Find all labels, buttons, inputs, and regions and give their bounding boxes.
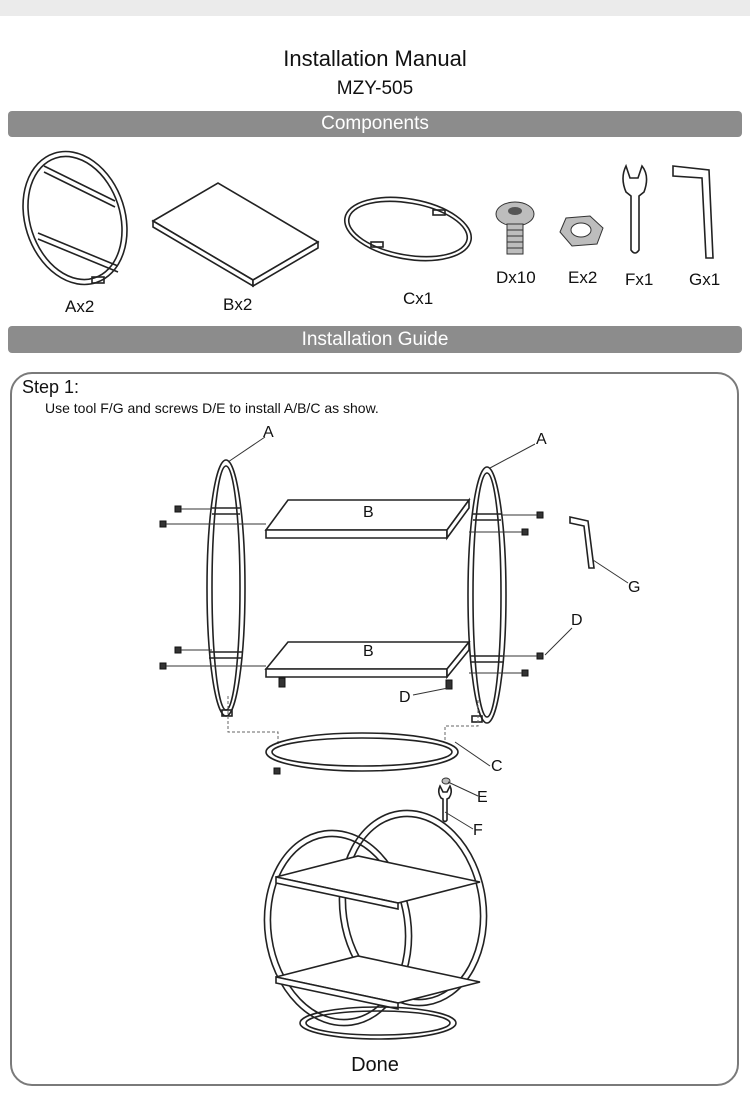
manual-title: Installation Manual (283, 46, 467, 71)
wrench-tool (437, 784, 453, 823)
callout-e: E (477, 789, 488, 806)
step-instruction: Use tool F/G and screws D/E to install A… (45, 400, 379, 416)
step-title: Step 1: (22, 377, 80, 397)
components-header: Components (8, 111, 742, 137)
hex-key-tool (569, 516, 595, 569)
installation-guide-header: Installation Guide (8, 326, 742, 353)
callout-leaders (227, 436, 629, 830)
alignment-guide-left (227, 696, 279, 745)
right-ring-frame (467, 466, 507, 724)
alignment-guide-right (444, 700, 479, 740)
callout-d-right: D (571, 612, 583, 629)
step-panel (10, 372, 739, 1086)
part-label-g: Gx1 (689, 270, 721, 289)
hex-key-icon (672, 165, 714, 259)
bottom-shelf (264, 639, 471, 690)
assembled-table (263, 809, 488, 1040)
left-ring-frame (206, 459, 246, 717)
callout-d-bottom: D (399, 689, 411, 706)
screws (159, 505, 544, 677)
top-shelf (264, 497, 471, 541)
part-label-e: Ex2 (568, 268, 598, 287)
callout-g: G (628, 579, 641, 596)
part-label-c: Cx1 (403, 289, 434, 308)
oval-base-icon (343, 196, 473, 262)
callout-a-left: A (263, 424, 274, 441)
oval-base (265, 732, 459, 785)
part-label-f: Fx1 (625, 270, 654, 289)
done-label: Done (351, 1054, 399, 1076)
wrench-icon (622, 163, 648, 254)
callout-b-bottom: B (363, 643, 374, 660)
callout-b-top: B (363, 504, 374, 521)
callout-c: C (491, 758, 503, 775)
part-label-b: Bx2 (223, 295, 253, 314)
shelf-board-icon (151, 182, 320, 288)
part-label-d: Dx10 (496, 268, 536, 287)
model-number: MZY-505 (336, 78, 414, 99)
callout-a-right: A (536, 431, 547, 448)
ring-frame-icon (22, 150, 128, 286)
part-label-a: Ax2 (65, 297, 95, 316)
nut-icon (559, 215, 604, 247)
screw-icon (495, 201, 535, 255)
callout-f: F (473, 822, 483, 839)
top-strip (0, 0, 750, 16)
